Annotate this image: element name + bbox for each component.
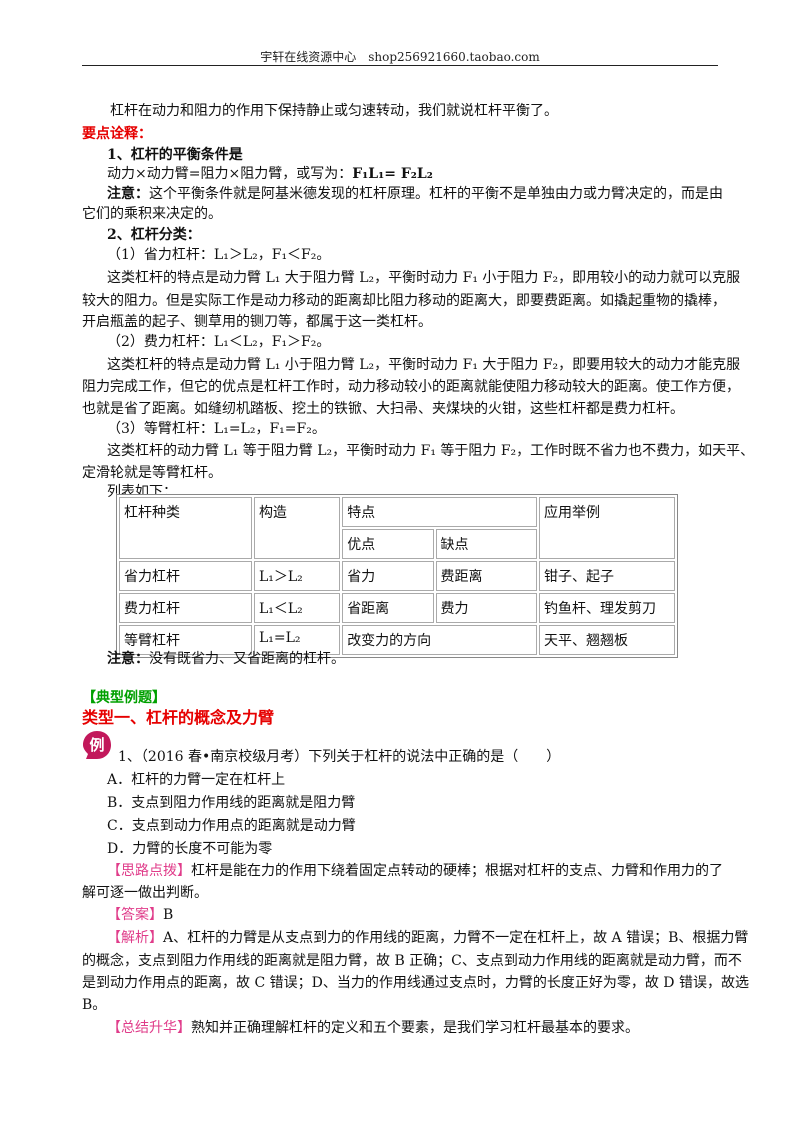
table-row: 省力杠杆 L₁＞L₂ 省力 费距离 钳子、起子 [119,561,675,591]
option-d: D．力臂的长度不可能为零 [107,841,273,857]
th-disadvantage: 缺点 [435,529,537,559]
balance-formula: F₁L₁= F₂L₂ [352,166,433,182]
cell-type: 费力杠杆 [119,593,252,623]
table-subheader-row: 优点 缺点 [119,529,675,559]
summary-line: 【总结升华】熟知并正确理解杠杆的定义和五个要素，是我们学习杠杆最基本的要求。 [107,1019,747,1037]
cell-type: 省力杠杆 [119,561,252,591]
hint-label: 【思路点拨】 [107,863,191,879]
type1-heading: 类型一、杠杆的概念及力臂 [82,708,275,727]
note2-label: 注意： [107,651,149,667]
cell-type: 等臂杠杆 [119,625,252,655]
analysis-line2: 的概念，支点到阻力作用线的距离就是阻力臂，故 B 正确；C、支点到动力作用线的距… [82,953,742,969]
class1-para-line1: 这类杠杆的特点是动力臂 L₁ 大于阻力臂 L₂，平衡时动力 F₁ 小于阻力 F₂… [107,270,741,286]
cell-disadvantage: 费距离 [435,561,537,591]
analysis-label: 【解析】 [107,930,163,946]
question-1: 1、（2016 春•南京校级月考）下列关于杠杆的说法中正确的是（ ） [118,749,561,765]
analysis-line4: B。 [82,997,107,1013]
cell-structure: L₁=L₂ [253,625,341,655]
cell-feature-merged: 改变力的方向 [342,625,537,655]
answer-value: B [163,907,174,923]
note1-text: 这个平衡条件就是阿基米德发现的杠杆原理。杠杆的平衡不是单独由力或力臂决定的，而是… [149,186,723,202]
balance-formula-line: 动力×动力臂=阻力×阻力臂，或写为：F₁L₁= F₂L₂ [107,165,747,183]
cell-advantage: 省力 [342,561,434,591]
class2-para-line2: 阻力完成工作，但它的优点是杠杆工作时，动力移动较小的距离就能使阻力移动较大的距离… [82,379,740,395]
example-badge-icon: 例 [83,731,111,759]
class2-para-line3: 也就是省了距离。如缝纫机踏板、挖土的铁锨、大扫帚、夹煤块的火钳，这些杠杆都是费力… [82,401,684,417]
option-b: B．支点到阻力作用线的距离就是阻力臂 [107,795,356,811]
th-application: 应用举例 [538,497,675,559]
cell-disadvantage: 费力 [435,593,537,623]
class1-para-line2: 较大的阻力。但是实际工作是动力移动的距离却比阻力移动的距离大，即要费距离。如撬起… [82,293,726,309]
table-row: 等臂杠杆 L₁=L₂ 改变力的方向 天平、翘翘板 [119,625,675,655]
th-feature: 特点 [342,497,537,527]
table-row: 费力杠杆 L₁＜L₂ 省距离 费力 钓鱼杆、理发剪刀 [119,593,675,623]
note2-text: 没有既省力、又省距离的杠杆。 [149,651,345,667]
class2-para-line1: 这类杠杆的特点是动力臂 L₁ 小于阻力臂 L₂，平衡时动力 F₁ 大于阻力 F₂… [107,357,741,373]
intro-paragraph: 杠杆在动力和阻力的作用下保持静止或匀速转动，我们就说杠杆平衡了。 [110,103,558,119]
class1-title: （1）省力杠杆：L₁＞L₂，F₁＜F₂。 [107,247,331,263]
th-structure: 构造 [253,497,341,559]
answer-line: 【答案】B [107,906,747,924]
header-rule [82,65,718,66]
class3-para-line2: 定滑轮就是等臂杠杆。 [82,465,222,481]
note2-line: 注意：没有既省力、又省距离的杠杆。 [107,650,747,668]
hint-text: 杠杆是能在力的作用下绕着固定点转动的硬棒；根据对杠杆的支点、力臂和作用力的了 [191,863,723,879]
formula-text: 动力×动力臂=阻力×阻力臂，或写为： [107,166,353,182]
section2-title: 2、杠杆分类： [107,227,201,243]
page-header: 宇轩在线资源中心 shop256921660.taobao.com [260,50,540,64]
option-c: C．支点到动力作用点的距离就是动力臂 [107,818,356,834]
note1-line1: 注意：这个平衡条件就是阿基米德发现的杠杆原理。杠杆的平衡不是单独由力或力臂决定的… [107,185,747,203]
class3-para-line1: 这类杠杆的动力臂 L₁ 等于阻力臂 L₂，平衡时动力 F₁ 等于阻力 F₂，工作… [107,443,755,459]
table-header-row: 杠杆种类 构造 特点 应用举例 [119,497,675,559]
class3-title: （3）等臂杠杆：L₁=L₂，F₁=F₂。 [107,421,326,437]
badge-char: 例 [89,736,104,754]
cell-application: 钳子、起子 [538,561,675,591]
cell-structure: L₁＜L₂ [253,593,341,623]
answer-label: 【答案】 [107,907,163,923]
lever-comparison-table: 杠杆种类 构造 特点 应用举例 优点 缺点 省力杠杆 L₁＞L₂ 省力 费距离 … [116,494,678,658]
th-advantage: 优点 [342,529,434,559]
summary-text: 熟知并正确理解杠杆的定义和五个要素，是我们学习杠杆最基本的要求。 [191,1020,639,1036]
hint-line2: 解可逐一做出判断。 [82,885,208,901]
cell-application: 钓鱼杆、理发剪刀 [538,593,675,623]
cell-advantage: 省距离 [342,593,434,623]
hint-line1: 【思路点拨】杠杆是能在力的作用下绕着固定点转动的硬棒；根据对杠杆的支点、力臂和作… [107,862,747,880]
option-a: A．杠杆的力臂一定在杠杆上 [107,772,286,788]
note1-label: 注意： [107,186,149,202]
cell-application: 天平、翘翘板 [538,625,675,655]
key-points-heading: 要点诠释： [82,126,152,142]
note1-line2: 它们的乘积来决定的。 [82,206,222,222]
class1-para-line3: 开启瓶盖的起子、铡草用的铡刀等，都属于这一类杠杆。 [82,314,432,330]
analysis-line1: 【解析】A、杠杆的力臂是从支点到力的作用线的距离，力臂不一定在杠杆上，故 A 错… [107,929,749,947]
section1-title: 1、杠杆的平衡条件是 [107,147,243,163]
th-type: 杠杆种类 [119,497,252,559]
analysis-line3: 是到动力作用点的距离，故 C 错误；D、当力的作用线通过支点时，力臂的长度正好为… [82,975,749,991]
cell-structure: L₁＞L₂ [253,561,341,591]
summary-label: 【总结升华】 [107,1020,191,1036]
class2-title: （2）费力杠杆：L₁＜L₂，F₁＞F₂。 [107,334,331,350]
examples-heading: 【典型例题】 [82,690,166,706]
analysis-text: A、杠杆的力臂是从支点到力的作用线的距离，力臂不一定在杠杆上，故 A 错误；B、… [163,930,749,946]
